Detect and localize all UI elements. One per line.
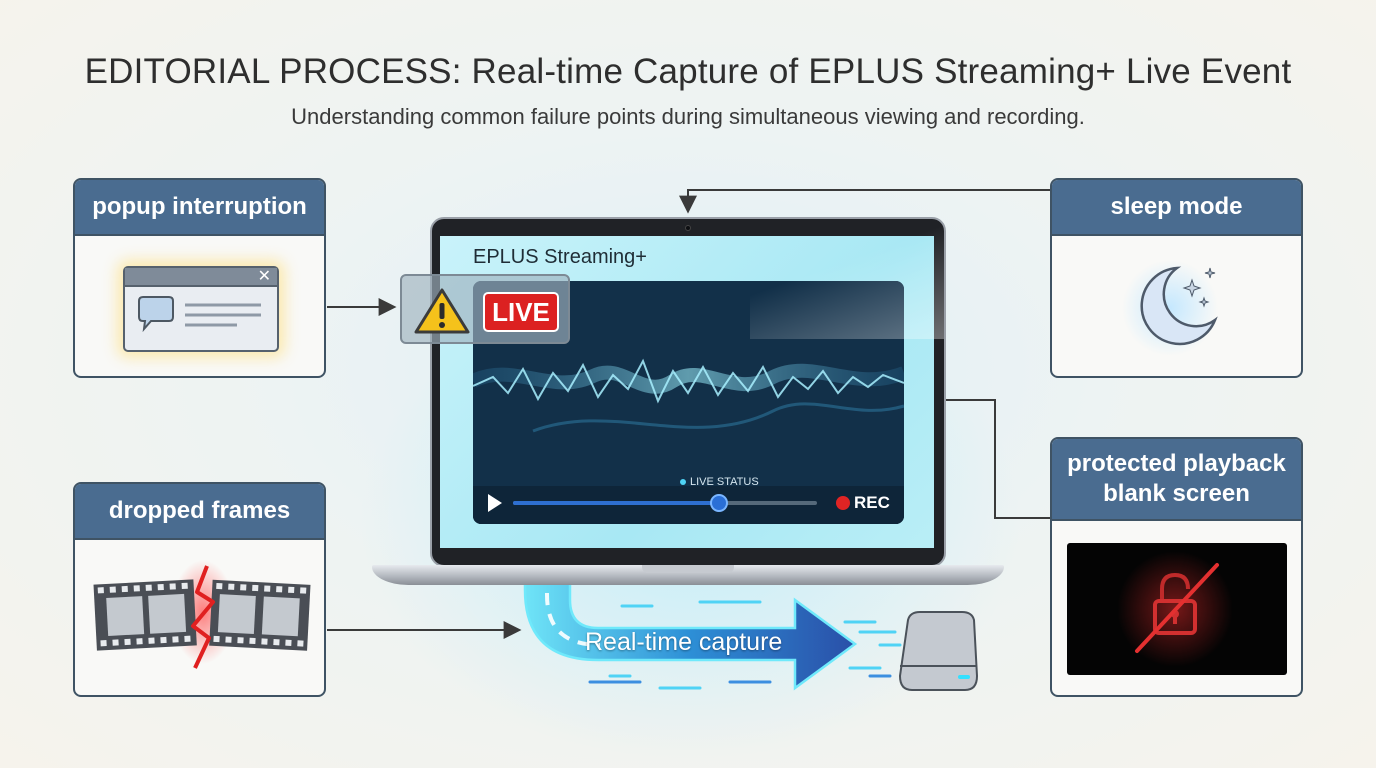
- page-subtitle: Understanding common failure points duri…: [291, 104, 1085, 129]
- capture-label: Real-time capture: [585, 628, 783, 656]
- card-title: popup interruption: [75, 180, 324, 236]
- external-drive-icon: [898, 611, 979, 691]
- card-title: sleep mode: [1052, 180, 1301, 236]
- card-dropped-frames: dropped frames: [73, 482, 326, 697]
- laptop-notch: [642, 565, 734, 573]
- close-icon: ✕: [257, 268, 271, 285]
- card-body: [75, 540, 324, 695]
- blank-screen: [1067, 543, 1287, 675]
- popup-window-icon: ✕: [123, 266, 279, 352]
- crossed-lock-icon: [1117, 551, 1233, 667]
- capture-arrow: [523, 520, 858, 691]
- rec-label[interactable]: REC: [854, 493, 890, 512]
- laptop-base: [372, 565, 1004, 585]
- card-body: [1052, 236, 1301, 376]
- card-popup-interruption: popup interruption ✕: [73, 178, 326, 378]
- live-badge: LIVE: [483, 292, 559, 332]
- connector-sleep: [679, 189, 1050, 214]
- motion-streaks: [588, 600, 902, 690]
- page-title: EDITORIAL PROCESS: Real-time Capture of …: [84, 52, 1292, 91]
- moon-icon: [1122, 260, 1218, 356]
- card-title: dropped frames: [75, 484, 324, 540]
- connector-protected: [906, 391, 1050, 519]
- warning-icon: [414, 288, 470, 334]
- app-name: EPLUS Streaming+: [473, 246, 647, 268]
- popup-content-icon: [138, 296, 261, 333]
- live-status-label: LIVE STATUS: [690, 476, 759, 488]
- screen-glare: [750, 219, 944, 339]
- broken-film-strip-icon: [93, 560, 311, 669]
- card-sleep-mode: sleep mode: [1050, 178, 1303, 378]
